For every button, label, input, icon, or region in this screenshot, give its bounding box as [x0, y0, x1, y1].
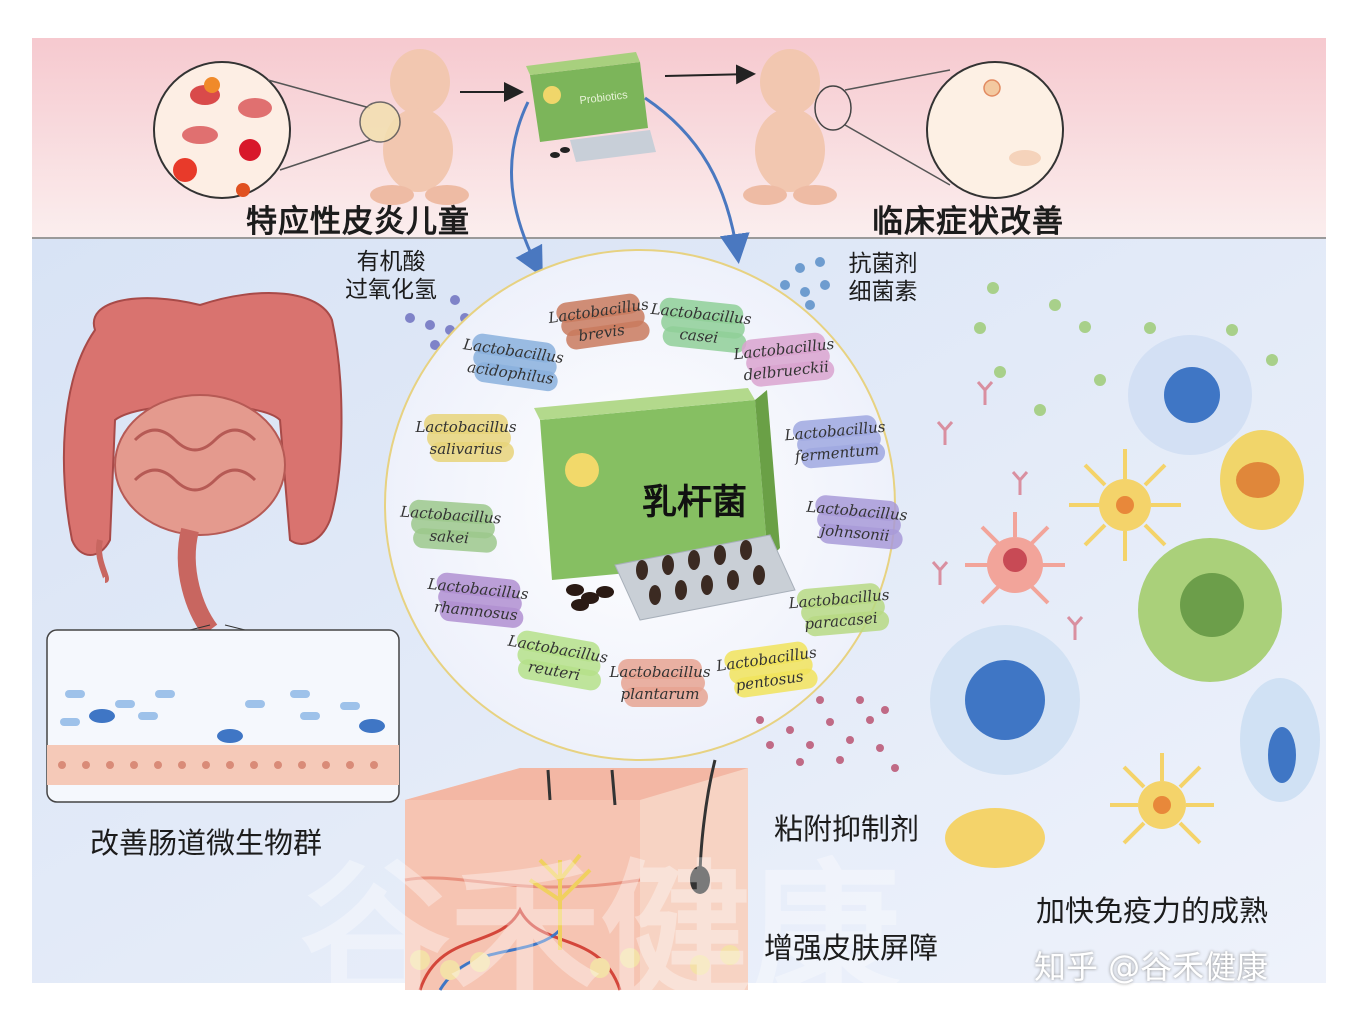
- strain-capsule: [517, 659, 601, 691]
- gut-detail-box: [46, 629, 400, 803]
- metabolite-organic-acid: 有机酸: [356, 249, 426, 275]
- strain-capsule: [805, 610, 890, 637]
- strain-salivarius: Lactobacillus salivarius: [414, 414, 517, 462]
- strain-capsule: [801, 442, 886, 469]
- effect-adhesion: 粘附抑制剂: [774, 812, 920, 846]
- probiotics-box: Probiotics: [526, 52, 656, 162]
- arrow-to-circle-left: [510, 101, 543, 278]
- arrow-to-circle-right: [644, 96, 750, 264]
- center-title: 乳杆菌: [642, 483, 748, 523]
- watermark-zhihu: 知乎 @谷禾健康: [1034, 948, 1269, 986]
- metabolite-hydrogen-peroxide: 过氧化氢: [345, 277, 437, 303]
- child-improved: [743, 49, 852, 205]
- strain-genus-label: Lactobacillus: [608, 663, 710, 681]
- antibodies: [931, 381, 1084, 640]
- left-title: 特应性皮炎儿童: [246, 204, 470, 240]
- probiotics-box-label: Probiotics: [579, 89, 629, 107]
- metabolite-dots-right: [780, 257, 830, 310]
- immune-cells: [930, 335, 1320, 868]
- adhesion-inhibitor-dots: [756, 696, 899, 772]
- intestine-illustration: [62, 292, 343, 636]
- strain-capsule: [624, 687, 708, 707]
- strain-capsule: [662, 326, 747, 353]
- lesion-magnifier-left: [153, 61, 291, 199]
- child-with-eczema: [359, 49, 469, 205]
- strain-plantarum: Lactobacillus plantarum: [608, 659, 711, 707]
- effect-skin: 增强皮肤屏障: [764, 931, 939, 965]
- effect-gut: 改善肠道微生物群: [90, 826, 323, 860]
- strain-capsule: [413, 528, 497, 553]
- strain-capsule: [474, 362, 558, 392]
- strain-species-label: sakei: [429, 527, 470, 548]
- skin-cross-section: [404, 759, 748, 991]
- right-title: 临床症状改善: [872, 204, 1064, 240]
- strain-species-label: casei: [679, 325, 720, 347]
- metabolite-bacteriocin: 细菌素: [848, 279, 918, 305]
- lesion-magnifier-right: [926, 61, 1064, 199]
- right-metabolites: 抗菌剂 细菌素: [838, 250, 928, 306]
- strain-species-label: plantarum: [620, 685, 699, 703]
- strain-capsule: [566, 320, 650, 350]
- strain-species-label: salivarius: [430, 440, 503, 458]
- strain-capsule: [734, 668, 818, 698]
- effect-immune: 加快免疫力的成熟: [1036, 894, 1269, 928]
- left-metabolites: 有机酸 过氧化氢: [336, 248, 446, 304]
- strain-capsule: [818, 523, 903, 550]
- strain-capsule: [430, 442, 514, 462]
- background-watermark: 谷禾健康: [300, 847, 900, 1020]
- pill-blister: [566, 534, 796, 621]
- strain-capsule: [750, 359, 835, 387]
- lactobacillus-box: [534, 388, 780, 580]
- metabolite-antimicrobial: 抗菌剂: [848, 251, 918, 277]
- strain-capsule: [439, 601, 524, 628]
- strain-genus-label: Lactobacillus: [414, 418, 516, 436]
- immune-dots: [974, 282, 1278, 416]
